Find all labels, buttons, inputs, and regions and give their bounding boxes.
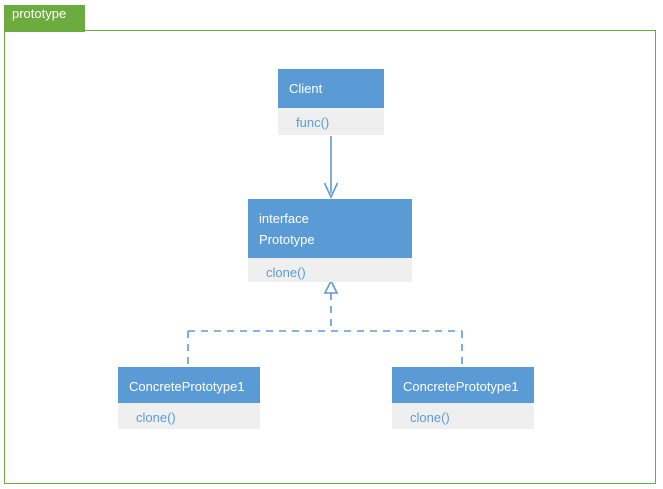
diagram-frame-tab[interactable] (4, 5, 85, 32)
uml-class-prototype-header: interface Prototype (248, 199, 412, 258)
uml-class-concrete-prototype-right[interactable]: ConcretePrototype1 clone() (392, 367, 534, 429)
uml-class-client-header: Client (278, 69, 384, 108)
uml-member-clone: clone() (266, 265, 306, 280)
uml-member-func: func() (296, 115, 330, 130)
uml-class-concrete-left-members: clone() (118, 403, 260, 429)
uml-class-prototype-name: Prototype (259, 232, 315, 247)
diagram-frame-tab-label: prototype (12, 6, 67, 21)
uml-class-prototype-members: clone() (248, 258, 412, 282)
uml-class-concrete-right-header: ConcretePrototype1 (392, 367, 534, 403)
uml-class-client-name: Client (289, 81, 323, 96)
uml-class-prototype[interactable]: interface Prototype clone() (248, 199, 412, 282)
uml-class-concrete-right-name: ConcretePrototype1 (403, 379, 519, 394)
uml-class-concrete-right-members: clone() (392, 403, 534, 429)
uml-class-concrete-left-header: ConcretePrototype1 (118, 367, 260, 403)
uml-member-clone-left: clone() (136, 410, 176, 425)
uml-class-concrete-prototype-left[interactable]: ConcretePrototype1 clone() (118, 367, 260, 429)
uml-class-client-members: func() (278, 108, 384, 135)
uml-stereotype-interface: interface (259, 211, 309, 226)
uml-class-client[interactable]: Client func() (278, 69, 384, 135)
uml-class-concrete-left-name: ConcretePrototype1 (129, 379, 245, 394)
uml-member-clone-right: clone() (410, 410, 450, 425)
